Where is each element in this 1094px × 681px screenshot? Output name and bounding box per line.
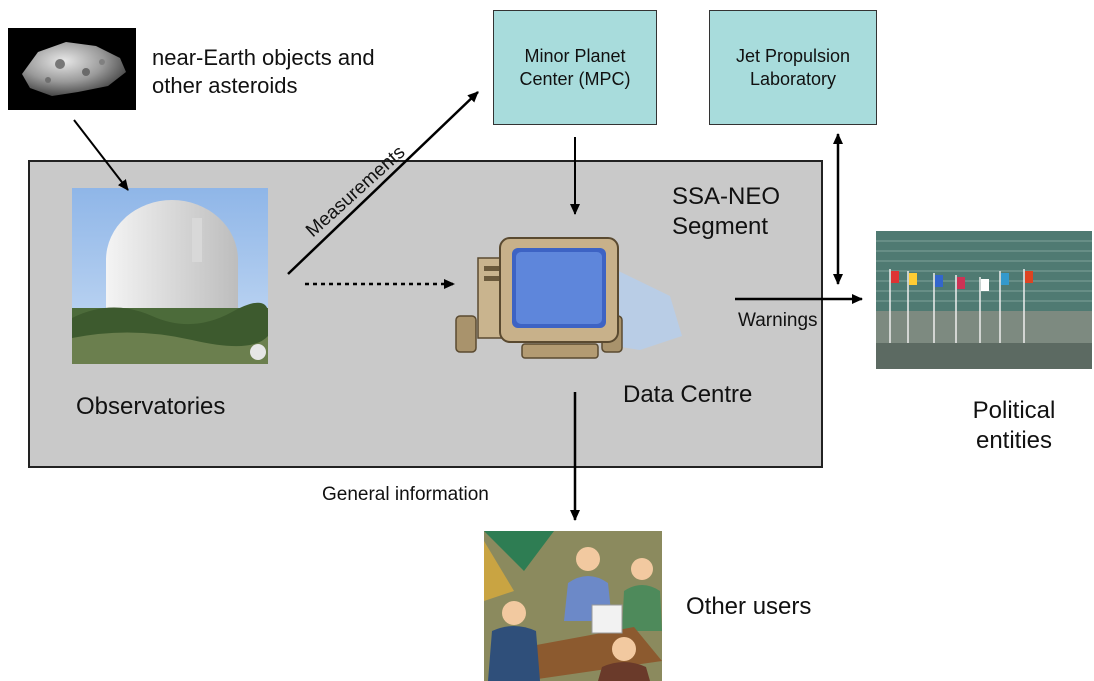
other-users-label: Other users [686,593,812,620]
asteroid-image [8,28,136,110]
meeting-people-image [484,531,662,681]
data-centre-label: Data Centre [623,381,753,408]
computer-icon [450,232,700,372]
general-info-label: General information [322,484,489,505]
segment-label: SSA-NEO Segment [672,183,781,240]
observatory-image [72,188,268,364]
observatories-label: Observatories [76,393,226,420]
neo-label: near-Earth objects and other asteroids [152,45,375,98]
political-label: Political entities [972,397,1056,454]
jpl-node: Jet Propulsion Laboratory [709,10,877,125]
un-building-image [876,231,1092,369]
mpc-node: Minor Planet Center (MPC) [493,10,657,125]
warnings-label: Warnings [738,310,818,331]
